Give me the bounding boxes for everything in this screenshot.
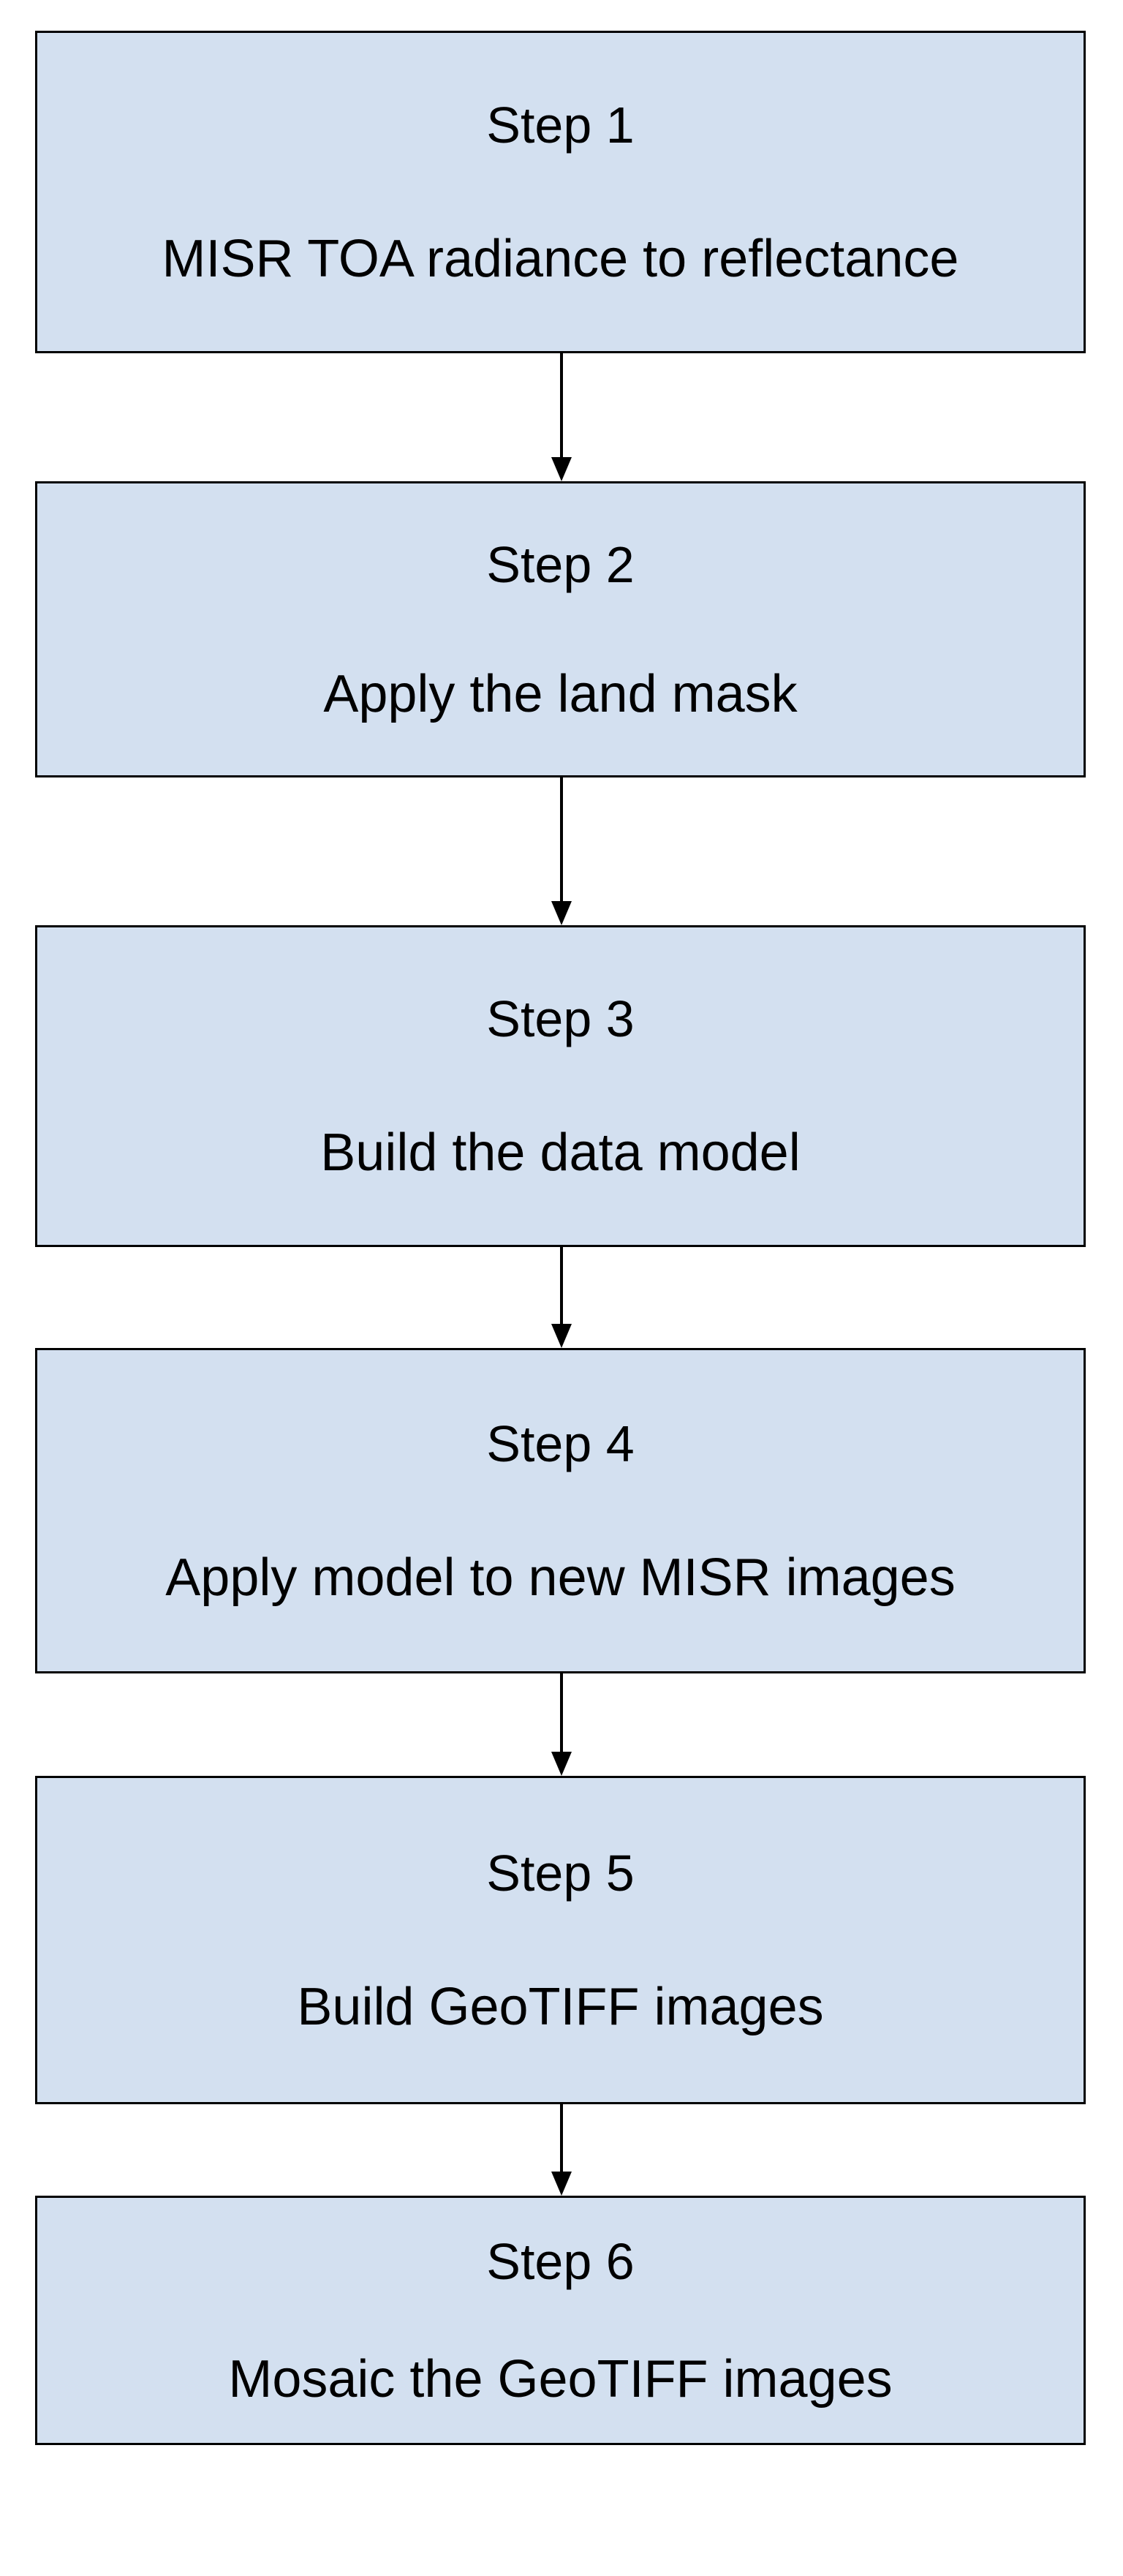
step-2-title: Step 2 [486, 535, 635, 593]
step-2-description: Apply the land mask [323, 664, 798, 723]
step-3-title: Step 3 [486, 990, 635, 1047]
step-4-title: Step 4 [486, 1415, 635, 1472]
connector-step-3-to-step-4 [0, 1247, 1123, 1348]
step-6-title: Step 6 [486, 2232, 635, 2290]
connector-step-4-to-step-5 [0, 1673, 1123, 1776]
step-5-description: Build GeoTIFF images [297, 1977, 824, 2036]
flowchart-node-step-6[interactable]: Step 6 Mosaic the GeoTIFF images [35, 2196, 1086, 2445]
flowchart-node-step-3[interactable]: Step 3 Build the data model [35, 925, 1086, 1247]
step-1-title: Step 1 [486, 96, 635, 154]
step-5-title: Step 5 [486, 1844, 635, 1902]
flowchart-node-step-4[interactable]: Step 4 Apply model to new MISR images [35, 1348, 1086, 1673]
flowchart-node-step-1[interactable]: Step 1 MISR TOA radiance to reflectance [35, 31, 1086, 353]
connector-step-1-to-step-2 [0, 353, 1123, 481]
flowchart-node-step-5[interactable]: Step 5 Build GeoTIFF images [35, 1776, 1086, 2104]
step-4-description: Apply model to new MISR images [165, 1548, 956, 1607]
step-1-description: MISR TOA radiance to reflectance [162, 229, 959, 288]
flowchart-node-step-2[interactable]: Step 2 Apply the land mask [35, 481, 1086, 777]
connector-step-2-to-step-3 [0, 777, 1123, 925]
step-6-description: Mosaic the GeoTIFF images [228, 2349, 893, 2409]
step-3-description: Build the data model [320, 1123, 801, 1182]
connector-step-5-to-step-6 [0, 2104, 1123, 2196]
